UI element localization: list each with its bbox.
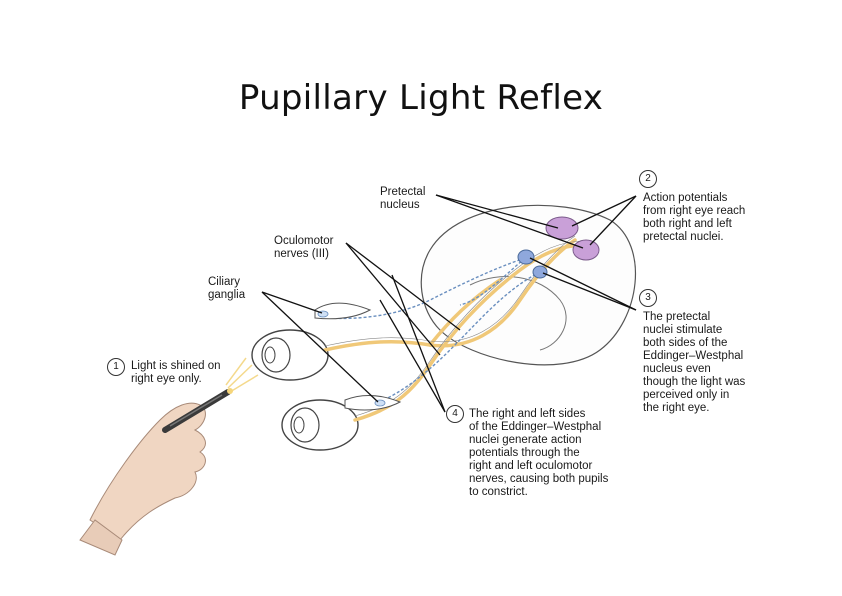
pretectal-nucleus-right (572, 239, 600, 261)
page-title: Pupillary Light Reflex (238, 78, 604, 118)
step-4-text: The right and left sides of the Eddinger… (469, 408, 609, 498)
ew-nucleus-lower (532, 265, 548, 279)
step-1-text: Light is shined on right eye only. (131, 360, 221, 385)
step-4-number: 4 (446, 405, 464, 423)
efferent-pathway (329, 257, 541, 406)
pretectal-nucleus-label: Pretectal nucleus (380, 186, 426, 211)
step-3-number: 3 (639, 289, 657, 307)
step-2-number: 2 (639, 170, 657, 188)
pretectal-nucleus-left (545, 216, 579, 240)
right-eye (251, 329, 329, 381)
oculomotor-nerves-label: Oculomotor nerves (III) (274, 235, 334, 260)
ciliary-ganglion-upper (314, 302, 372, 320)
light-rays (225, 357, 259, 393)
afferent-pathway (323, 238, 587, 422)
ew-nucleus-upper (517, 249, 535, 265)
gloved-hand (79, 402, 206, 556)
leader-lines (261, 194, 637, 413)
step-3-text: The pretectal nuclei stimulate both side… (643, 311, 746, 414)
left-eye (281, 399, 359, 451)
afferent-pathway-outline (324, 235, 586, 417)
brainstem-outline (469, 276, 567, 351)
step-2-text: Action potentials from right eye reach b… (643, 192, 746, 243)
step-1-number: 1 (107, 358, 125, 376)
ciliary-ganglia-label: Ciliary ganglia (208, 276, 246, 301)
ciliary-ganglion-lower (344, 395, 402, 411)
penlight-icon (162, 388, 233, 433)
